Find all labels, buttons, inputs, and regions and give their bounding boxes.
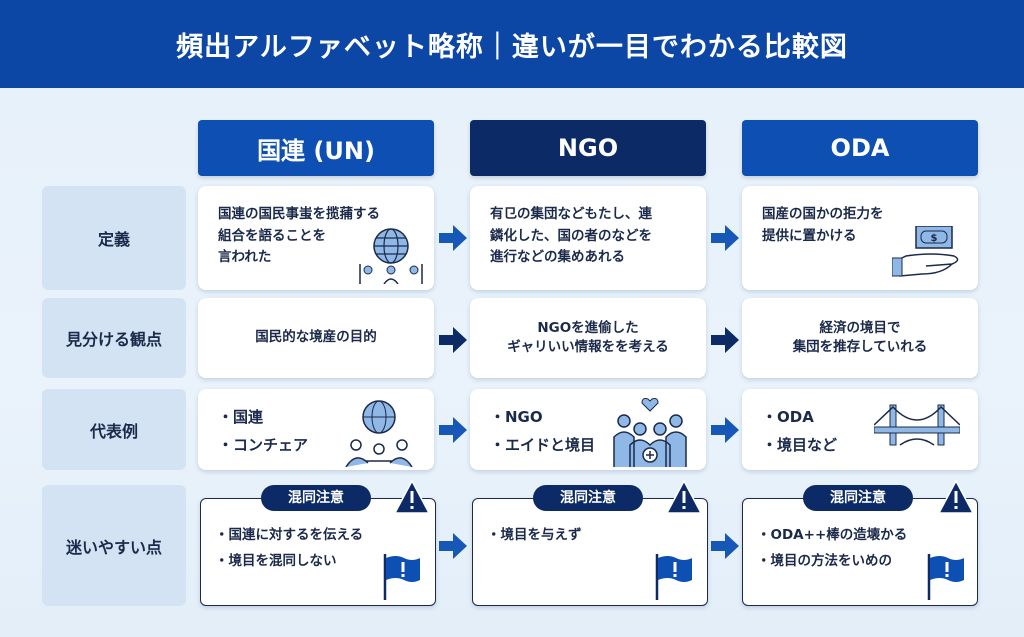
caution-badge: 混同注意 (261, 485, 371, 511)
examples-card-oda: ・ODA ・境目など (742, 389, 978, 470)
definition-line: 国連の国民事蚩を揽蒱する (218, 206, 380, 222)
definition-line: 進行などの集めあれる (490, 249, 625, 266)
example-item: ・コンチェア (218, 436, 309, 454)
definition-line: 国産の国かの拒力を (762, 206, 884, 222)
bridge-icon (874, 404, 960, 446)
column-header-un: 国連 (UN) (198, 120, 434, 176)
example-item: ・境目など (762, 436, 838, 454)
example-item: ・エイドと境目 (490, 436, 596, 454)
globe-meeting-icon (345, 400, 413, 467)
definition-line: 鏻化した、国の者のなどを (490, 227, 652, 244)
viewpoint-line: ギャリいい情報をを考える (507, 339, 669, 355)
globe-hands-icon (359, 228, 423, 284)
definition-line: 提供に置かける (762, 227, 857, 244)
row-label-viewpoint: 見分ける観点 (42, 298, 186, 378)
warning-triangle-icon (666, 480, 702, 514)
definition-line: 組合を語ることを (218, 227, 326, 244)
definition-card-oda: 国産の国かの拒力を 提供に置かける $ (742, 186, 978, 290)
viewpoint-card-ngo: NGOを進偷した ギャリいい情報をを考える (470, 298, 706, 378)
arrow-right-icon (439, 417, 467, 443)
column-header-oda: ODA (742, 120, 978, 176)
definition-line: 言われた (218, 249, 272, 266)
column-header-ngo: NGO (470, 120, 706, 176)
arrow-right-icon (711, 225, 739, 251)
arrow-right-icon (711, 533, 739, 559)
caution-item: ・国連に対するを伝える (215, 527, 364, 543)
svg-text:$: $ (931, 233, 938, 244)
viewpoint-card-oda: 経済の境目で 集団を推存していれる (742, 298, 978, 378)
arrow-right-icon (439, 327, 467, 353)
arrow-right-icon (439, 225, 467, 251)
caution-item: ・境目の方法をいめの (757, 552, 892, 569)
caution-card-ngo: 混同注意 ・境目を与えず (472, 485, 708, 606)
viewpoint-line: 集団を推存していれる (792, 339, 928, 355)
caution-badge: 混同注意 (803, 485, 913, 511)
people-care-icon (613, 398, 687, 467)
warning-triangle-icon (938, 480, 974, 514)
definition-line: 有㔾の集団などもたし、連 (490, 206, 652, 222)
warning-flag-icon (383, 554, 420, 600)
caution-badge: 混同注意 (533, 485, 643, 511)
definition-card-ngo: 有㔾の集団などもたし、連 鏻化した、国の者のなどを 進行などの集めあれる (470, 186, 706, 290)
caution-card-oda: 混同注意 ・ODA++棒の造壊かる ・境目の方法をいめの (742, 485, 978, 606)
viewpoint-card-un: 国民的な境産の目的 (198, 298, 434, 378)
caution-item: ・境目を混同しない (215, 552, 337, 569)
arrow-right-icon (439, 533, 467, 559)
row-label-definition: 定義 (42, 186, 186, 290)
definition-card-un: 国連の国民事蚩を揽蒱する 組合を語ることを 言われた (198, 186, 434, 290)
caution-item: ・境目を与えず (487, 527, 582, 543)
page-title: 頻出アルファベット略称｜違いが一目でわかる比較図 (176, 31, 848, 63)
viewpoint-line: 経済の境目で (819, 320, 901, 337)
viewpoint-line: 国民的な境産の目的 (255, 329, 377, 346)
viewpoint-line: NGOを進偷した (537, 320, 639, 337)
example-item: ・NGO (490, 408, 543, 426)
header-banner: 頻出アルファベット略称｜違いが一目でわかる比較図 (0, 0, 1024, 88)
example-item: ・ODA (762, 408, 814, 426)
row-label-examples: 代表例 (42, 389, 186, 470)
warning-triangle-icon (394, 480, 430, 514)
caution-card-un: 混同注意 ・国連に対するを伝える ・境目を混同しない (200, 485, 436, 606)
warning-flag-icon (927, 554, 964, 600)
arrow-right-icon (711, 327, 739, 353)
arrow-right-icon (711, 417, 739, 443)
money-hand-icon: $ (892, 226, 959, 277)
example-item: ・国連 (218, 408, 264, 426)
warning-flag-icon (655, 554, 692, 600)
caution-item: ・ODA++棒の造壊かる (757, 527, 908, 543)
row-label-caution: 迷いやすい点 (42, 485, 186, 606)
examples-card-un: ・国連 ・コンチェア (198, 389, 434, 470)
examples-card-ngo: ・NGO ・エイドと境目 (470, 389, 706, 470)
